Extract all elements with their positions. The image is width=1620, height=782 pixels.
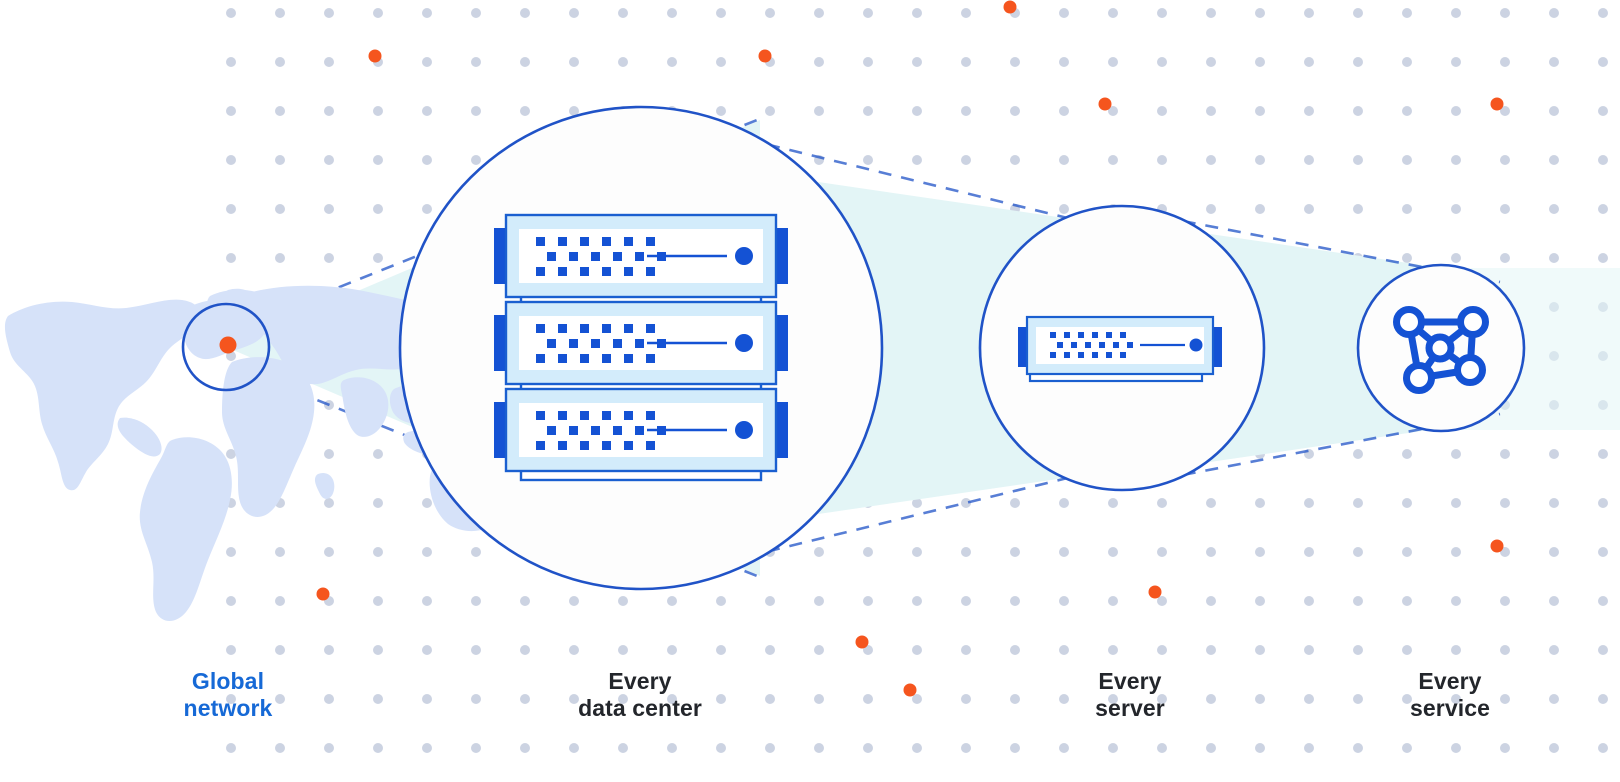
world-map-icon <box>4 285 536 621</box>
single-server-icon <box>1018 315 1222 383</box>
mesh-node-top-left <box>1393 306 1425 338</box>
server-unit-3-status-light <box>735 421 753 439</box>
server-unit-2-status-light <box>735 334 753 352</box>
map-focus-circle <box>181 302 271 392</box>
service-mesh-nodes <box>1393 306 1489 394</box>
server-unit-1 <box>494 213 788 299</box>
single-server-status-light <box>1189 338 1203 352</box>
dot-grid-accent-dots <box>316 0 1504 697</box>
mesh-node-top-right <box>1457 306 1489 338</box>
mesh-node-bottom-left <box>1403 362 1435 394</box>
map-location-marker <box>219 336 237 354</box>
server-unit-3 <box>494 387 788 473</box>
mesh-node-center <box>1425 333 1455 363</box>
server-unit-2 <box>494 300 788 386</box>
server-rack-icon <box>494 213 788 482</box>
mesh-node-bottom-right <box>1454 354 1486 386</box>
server-unit-1-status-light <box>735 247 753 265</box>
